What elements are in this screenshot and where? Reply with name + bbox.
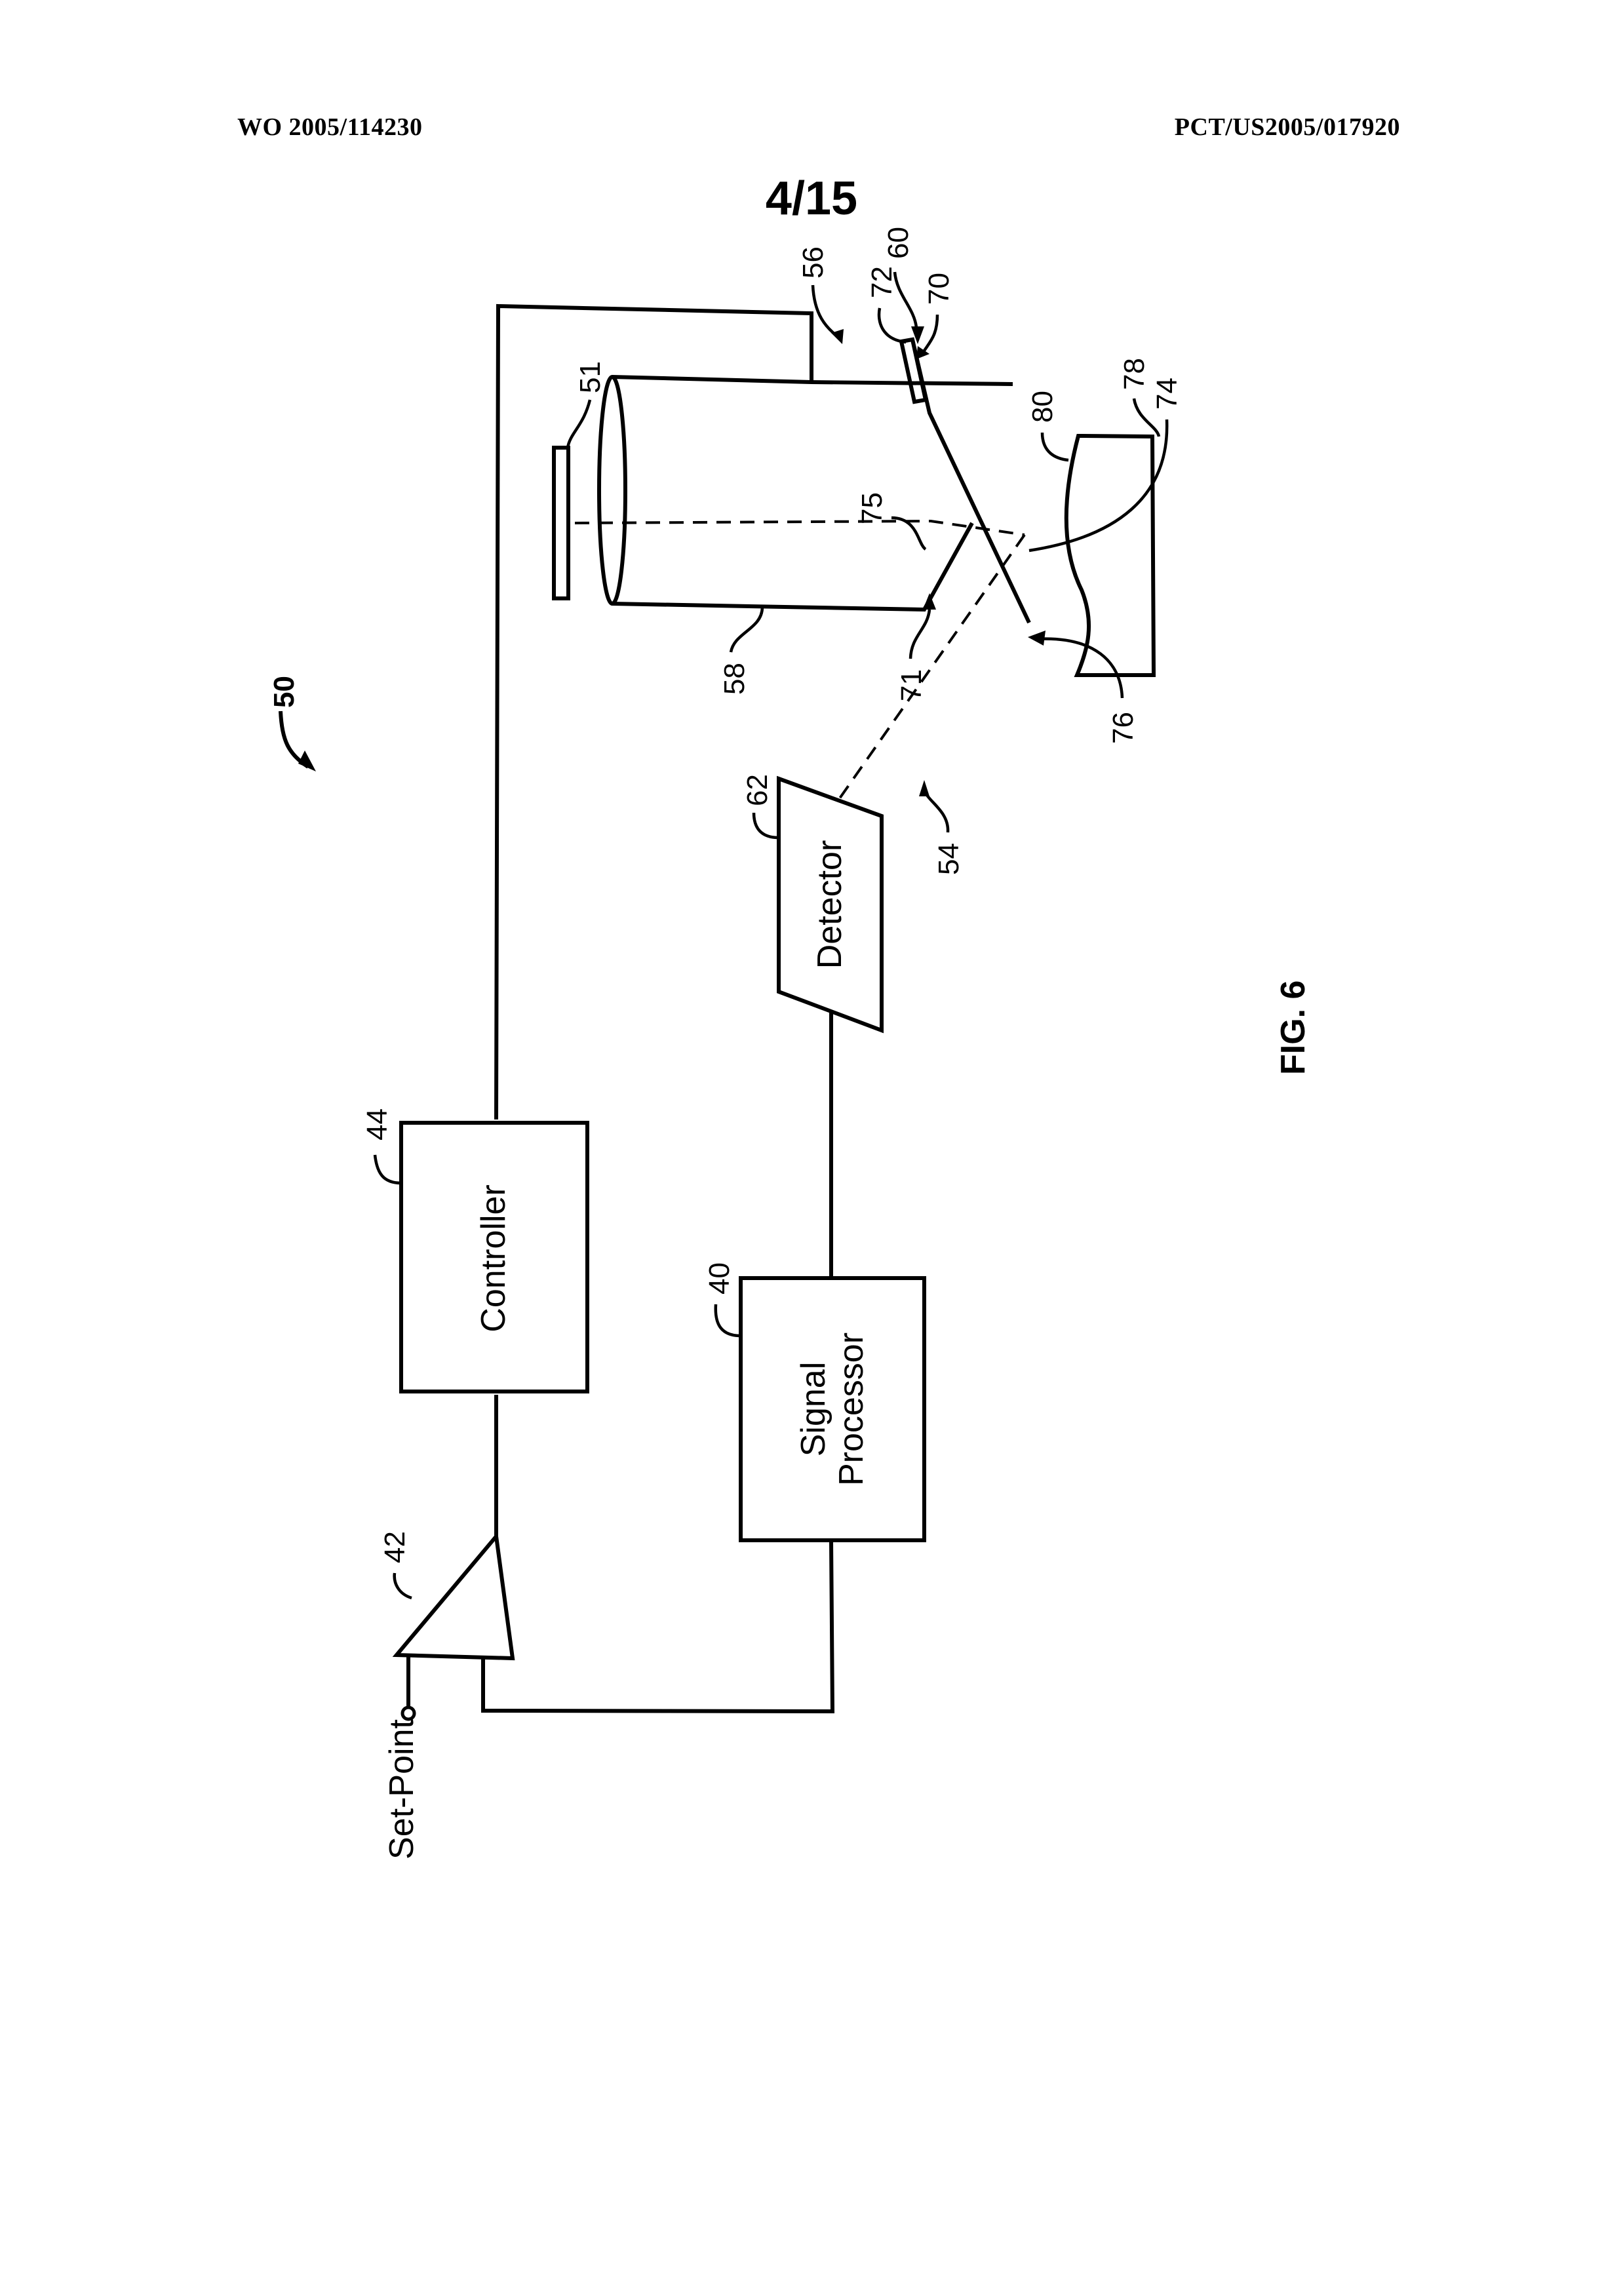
sample-holder: [1064, 433, 1156, 677]
detector-block[interactable]: Detector: [777, 775, 884, 1034]
cantilever: [910, 339, 1031, 624]
laser-incident-path: [574, 519, 1025, 536]
arrow-56: [831, 329, 844, 344]
amplifier[interactable]: [392, 1531, 515, 1661]
arrow-70: [916, 346, 929, 359]
wire-controller-to-scanner: [494, 303, 813, 1120]
ref-62: 62: [741, 774, 773, 806]
tube-top-edge: [612, 375, 1013, 386]
ref-44: 44: [361, 1108, 393, 1140]
signal-processor-block[interactable]: Signal Processor: [739, 1276, 926, 1542]
detector-label: Detector: [811, 840, 849, 969]
ref-71: 71: [895, 669, 928, 701]
tube-end-ellipse: [597, 375, 627, 606]
ref-78: 78: [1118, 358, 1150, 390]
ref-54: 54: [933, 843, 965, 875]
ref-72: 72: [866, 266, 898, 298]
leader-54: [924, 792, 950, 833]
leader-62: [752, 812, 779, 840]
ref-50: 50: [268, 676, 300, 708]
ref-58: 58: [718, 663, 751, 695]
leader-80: [1040, 432, 1069, 462]
signal-processor-label-line2: Processor: [832, 1333, 870, 1486]
arrow-76: [1028, 631, 1046, 646]
leader-40: [714, 1304, 741, 1338]
leader-51: [566, 399, 592, 448]
ref-76: 76: [1107, 712, 1139, 744]
leader-42: [393, 1572, 412, 1600]
laser-reflected-path: [835, 534, 1026, 804]
ref-51: 51: [574, 361, 606, 393]
controller-block[interactable]: Controller: [399, 1121, 589, 1393]
leader-74: [1028, 419, 1169, 553]
ref-60: 60: [882, 227, 914, 259]
ref-75: 75: [856, 492, 888, 524]
figure-caption: FIG. 6: [1274, 981, 1312, 1075]
leader-72: [877, 307, 907, 344]
leader-71: [909, 609, 931, 659]
arrow-54: [919, 780, 929, 796]
arrow-60: [911, 326, 924, 344]
signal-processor-label-line1: Signal: [794, 1362, 832, 1457]
sheet-number: 4/15: [765, 172, 858, 225]
arrow-50: [298, 750, 316, 771]
leader-44: [373, 1154, 402, 1185]
arrow-71: [923, 593, 936, 610]
leader-58: [729, 607, 764, 653]
application-number: PCT/US2005/017920: [1174, 113, 1400, 141]
ref-42: 42: [379, 1531, 411, 1563]
ref-80: 80: [1027, 391, 1059, 423]
leader-60: [893, 271, 918, 328]
set-point-label: Set-Point: [383, 1719, 421, 1859]
controller-label: Controller: [475, 1184, 513, 1332]
ref-56: 56: [797, 246, 829, 279]
wire-signal-processor-to-amplifier: [481, 1540, 835, 1714]
ref-70: 70: [923, 273, 955, 305]
light-source: [552, 446, 570, 600]
leader-56: [811, 284, 840, 339]
publication-number: WO 2005/114230: [237, 113, 423, 141]
ref-74: 74: [1151, 378, 1183, 410]
ref-40: 40: [703, 1262, 735, 1294]
leader-70: [923, 314, 939, 352]
leader-78: [1132, 398, 1161, 437]
set-point-terminal[interactable]: [401, 1705, 416, 1721]
leader-75: [891, 516, 927, 551]
leader-76: [1035, 637, 1124, 699]
